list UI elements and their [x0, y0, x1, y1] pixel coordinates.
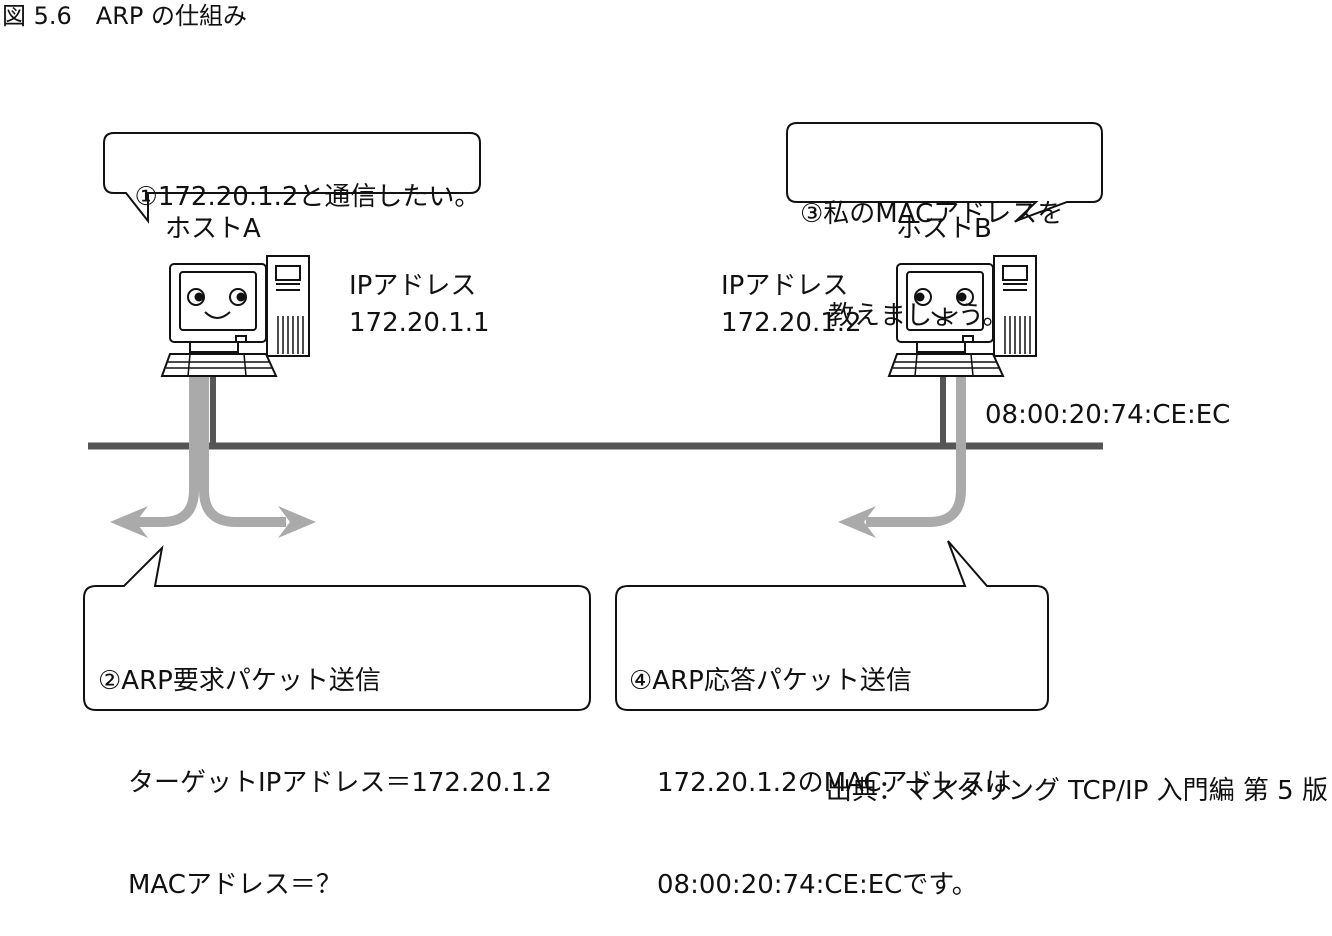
bubble-step4-text: ④ARP応答パケット送信 172.20.1.2のMACアドレスは 08:00:2… [629, 596, 1012, 936]
bubble-step2-line2: ターゲットIPアドレス＝172.20.1.2 [128, 768, 552, 798]
arp-request-arrow [132, 375, 286, 527]
host-a-face [187, 288, 247, 319]
bubble-step4-line3: 08:00:20:74:CE:ECです。 [657, 870, 978, 900]
bubble-step2-text: ②ARP要求パケット送信 ターゲットIPアドレス＝172.20.1.2 MACア… [98, 596, 552, 936]
host-b-ip-label: IPアドレス [721, 271, 849, 301]
arrowhead-left [110, 506, 148, 538]
bubble-step3-text: ③私のMACアドレスを 教えましょう。 [800, 129, 1063, 367]
host-a-computer [160, 255, 310, 377]
bubble-step4-line1: ④ARP応答パケット送信 [629, 666, 912, 696]
bubble-step2-line3: MACアドレス＝？ [128, 870, 342, 900]
arrowhead-reply [838, 506, 876, 538]
host-a-name: ホストA [165, 214, 261, 244]
arrowhead-right [278, 506, 316, 538]
host-b-ip-value: 172.20.1.2 [721, 308, 862, 338]
host-b-name: ホストB [896, 214, 992, 244]
host-b-face [914, 288, 974, 319]
figure-title: 図 5.6 ARP の仕組み [2, 2, 247, 30]
host-b-computer [887, 255, 1037, 377]
bubble-step1-text: ①172.20.1.2と通信したい。 [118, 146, 481, 214]
host-b-mac: 08:00:20:74:CE:EC [985, 400, 1231, 430]
bubble-step3 [786, 122, 1103, 222]
bubble-step4-line2: 172.20.1.2のMACアドレスは [657, 768, 1012, 798]
bubble-step2 [83, 545, 591, 711]
host-a-ip-value: 172.20.1.1 [349, 308, 490, 338]
bubble-step1 [103, 132, 481, 224]
source-citation: 出典：マスタリング TCP/IP 入門編 第 5 版 [825, 776, 1328, 806]
bubble-step4 [615, 540, 1049, 711]
arp-diagram [83, 122, 1103, 711]
bubble-step3-line1: ③私のMACアドレスを [800, 199, 1064, 229]
bubble-step1-line1: ①172.20.1.2と通信したい。 [134, 182, 481, 212]
bubble-step3-line2: 教えましょう。 [828, 301, 1009, 331]
host-a-ip-label: IPアドレス [349, 271, 477, 301]
bubble-step2-line1: ②ARP要求パケット送信 [98, 666, 381, 696]
arp-reply-arrow [866, 375, 966, 527]
